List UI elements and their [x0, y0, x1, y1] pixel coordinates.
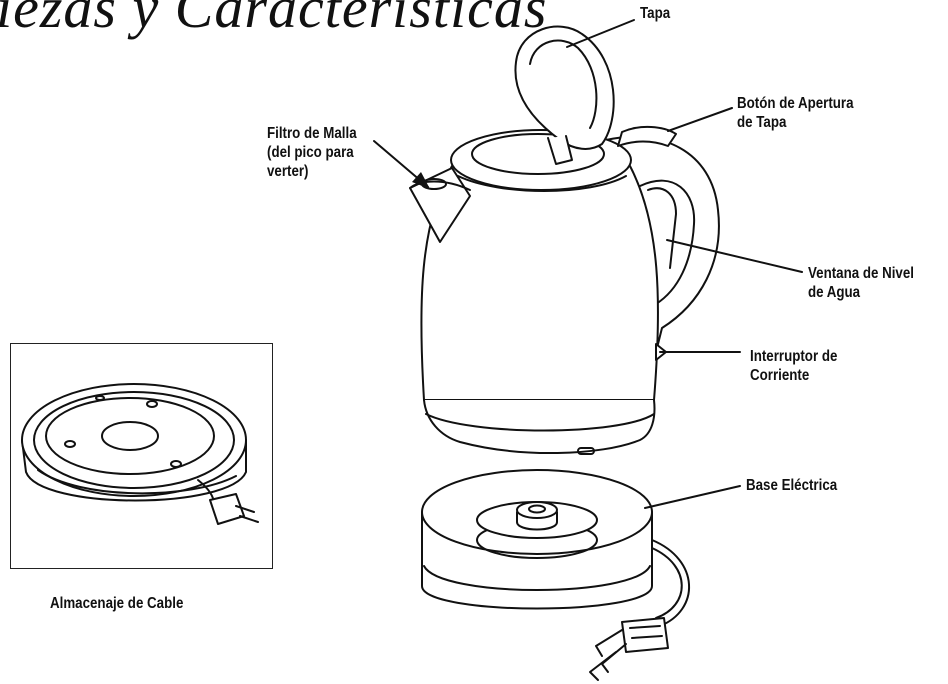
water-level-window: [647, 187, 677, 269]
label-water-level-window: Ventana de Nivel de Agua: [808, 265, 914, 301]
inset-base-foot: [146, 400, 158, 408]
cord-storage-illustration: [21, 383, 259, 525]
lid-release-button: [617, 126, 677, 147]
label-mesh-filter: Filtro de Malla (del pico para verter): [267, 125, 357, 180]
kettle-lid-inner: [529, 39, 598, 129]
power-plug-prong: [595, 629, 623, 657]
power-plug-rib: [631, 635, 663, 639]
power-plug-rib: [629, 625, 661, 629]
leader-line-lid-release: [667, 107, 733, 132]
kettle-base-band: [423, 399, 656, 454]
label-power-base: Base Eléctrica: [746, 477, 838, 494]
power-plug-prong: [589, 651, 617, 681]
kettle-indicator-light: [577, 447, 595, 455]
inset-base-foot: [95, 395, 105, 401]
kettle-handle-inner: [639, 179, 696, 305]
kettle-opening: [471, 133, 605, 175]
leader-line-power-base: [644, 485, 741, 509]
kettle-illustration: [409, 25, 720, 455]
label-power-switch: Interruptor de Corriente: [750, 348, 838, 384]
kettle-shoulder-line: [457, 175, 627, 192]
label-lid: Tapa: [640, 5, 671, 22]
power-cord: [651, 539, 691, 627]
power-plug-prong: [601, 643, 627, 673]
page-heading: iezas y Características: [0, 0, 548, 40]
kettle-band-line: [425, 413, 655, 432]
inset-base-inner-ring: [33, 391, 235, 489]
arrowhead-mesh-filter: [412, 172, 430, 189]
inset-plug-prong: [235, 505, 259, 523]
label-lid-release-button: Botón de Apertura de Tapa: [737, 95, 854, 131]
leader-arrowheads: [412, 172, 430, 189]
power-cord-inner: [651, 547, 683, 619]
inset-base-plate: [45, 397, 215, 475]
leader-lines: [373, 19, 803, 509]
cord-storage-frame: [10, 343, 273, 569]
power-base-connector-pin: [528, 504, 546, 514]
inset-wrapped-cord: [37, 469, 237, 495]
power-base-connector-top: [516, 501, 558, 519]
kettle-lid: [514, 25, 615, 150]
inset-base-foot: [170, 460, 182, 468]
power-plug: [621, 617, 669, 653]
leader-line-lid: [566, 19, 635, 48]
inset-base-foot: [64, 440, 76, 448]
mesh-filter: [409, 180, 471, 191]
label-cord-storage: Almacenaje de Cable: [50, 595, 184, 612]
power-base-illustration: [421, 469, 691, 681]
inset-plug: [209, 493, 245, 525]
kettle-lid-hinge: [547, 135, 573, 165]
inset-base-center: [101, 421, 159, 451]
leader-line-water-window: [666, 239, 803, 273]
power-base-rim: [423, 565, 651, 591]
